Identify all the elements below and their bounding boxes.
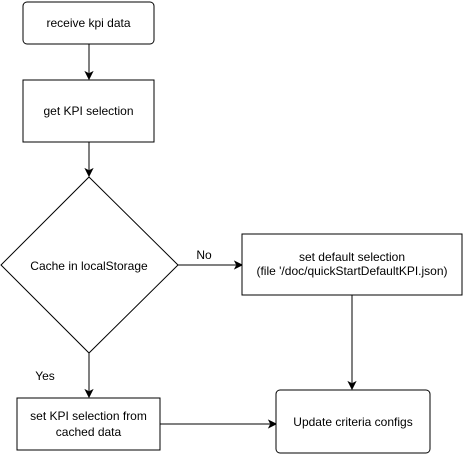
edge-cache-to-update bbox=[160, 419, 278, 429]
node-set-from-cache[interactable]: set KPI selection from cached data bbox=[16, 397, 161, 451]
node-update-criteria-configs[interactable]: Update criteria configs bbox=[275, 389, 431, 454]
node-set-default-selection-line1: set default selection bbox=[299, 250, 405, 264]
arrowhead-down-icon bbox=[347, 380, 357, 391]
node-get-kpi-selection-label: get KPI selection bbox=[43, 104, 133, 118]
node-set-default-selection-line2: (file '/doc/quickStartDefaultKPI.json) bbox=[256, 264, 447, 278]
node-cache-decision-label: Cache in localStorage bbox=[30, 259, 148, 273]
edge-default-to-update bbox=[347, 295, 357, 391]
node-receive-kpi-data-label: receive kpi data bbox=[46, 16, 130, 30]
edge-get-kpi-to-decision bbox=[84, 142, 94, 178]
node-receive-kpi-data[interactable]: receive kpi data bbox=[22, 1, 155, 45]
node-set-default-selection[interactable]: set default selection (file '/doc/quickS… bbox=[241, 233, 463, 296]
arrowhead-right-icon bbox=[233, 260, 244, 270]
edge-label-yes: Yes bbox=[35, 369, 55, 383]
arrowhead-down-icon bbox=[84, 388, 94, 399]
arrowhead-down-icon bbox=[84, 167, 94, 178]
node-get-kpi-selection-box bbox=[22, 79, 155, 143]
node-update-criteria-configs-box bbox=[275, 389, 431, 454]
node-get-kpi-selection[interactable]: get KPI selection bbox=[22, 79, 155, 143]
node-cache-decision[interactable]: Cache in localStorage bbox=[0, 176, 179, 354]
edge-receive-to-get-kpi bbox=[84, 44, 94, 81]
node-update-criteria-configs-label: Update criteria configs bbox=[293, 415, 412, 429]
node-set-from-cache-line1: set KPI selection from bbox=[30, 409, 147, 423]
node-set-from-cache-box bbox=[16, 397, 161, 451]
edge-label-no: No bbox=[196, 248, 212, 262]
arrowhead-right-icon bbox=[267, 419, 278, 429]
edge-decision-yes: Yes bbox=[35, 353, 94, 399]
edge-decision-no: No bbox=[178, 248, 244, 270]
arrowhead-down-icon bbox=[84, 70, 94, 81]
node-set-from-cache-line2: cached data bbox=[56, 425, 122, 439]
node-set-default-selection-box bbox=[241, 233, 463, 296]
